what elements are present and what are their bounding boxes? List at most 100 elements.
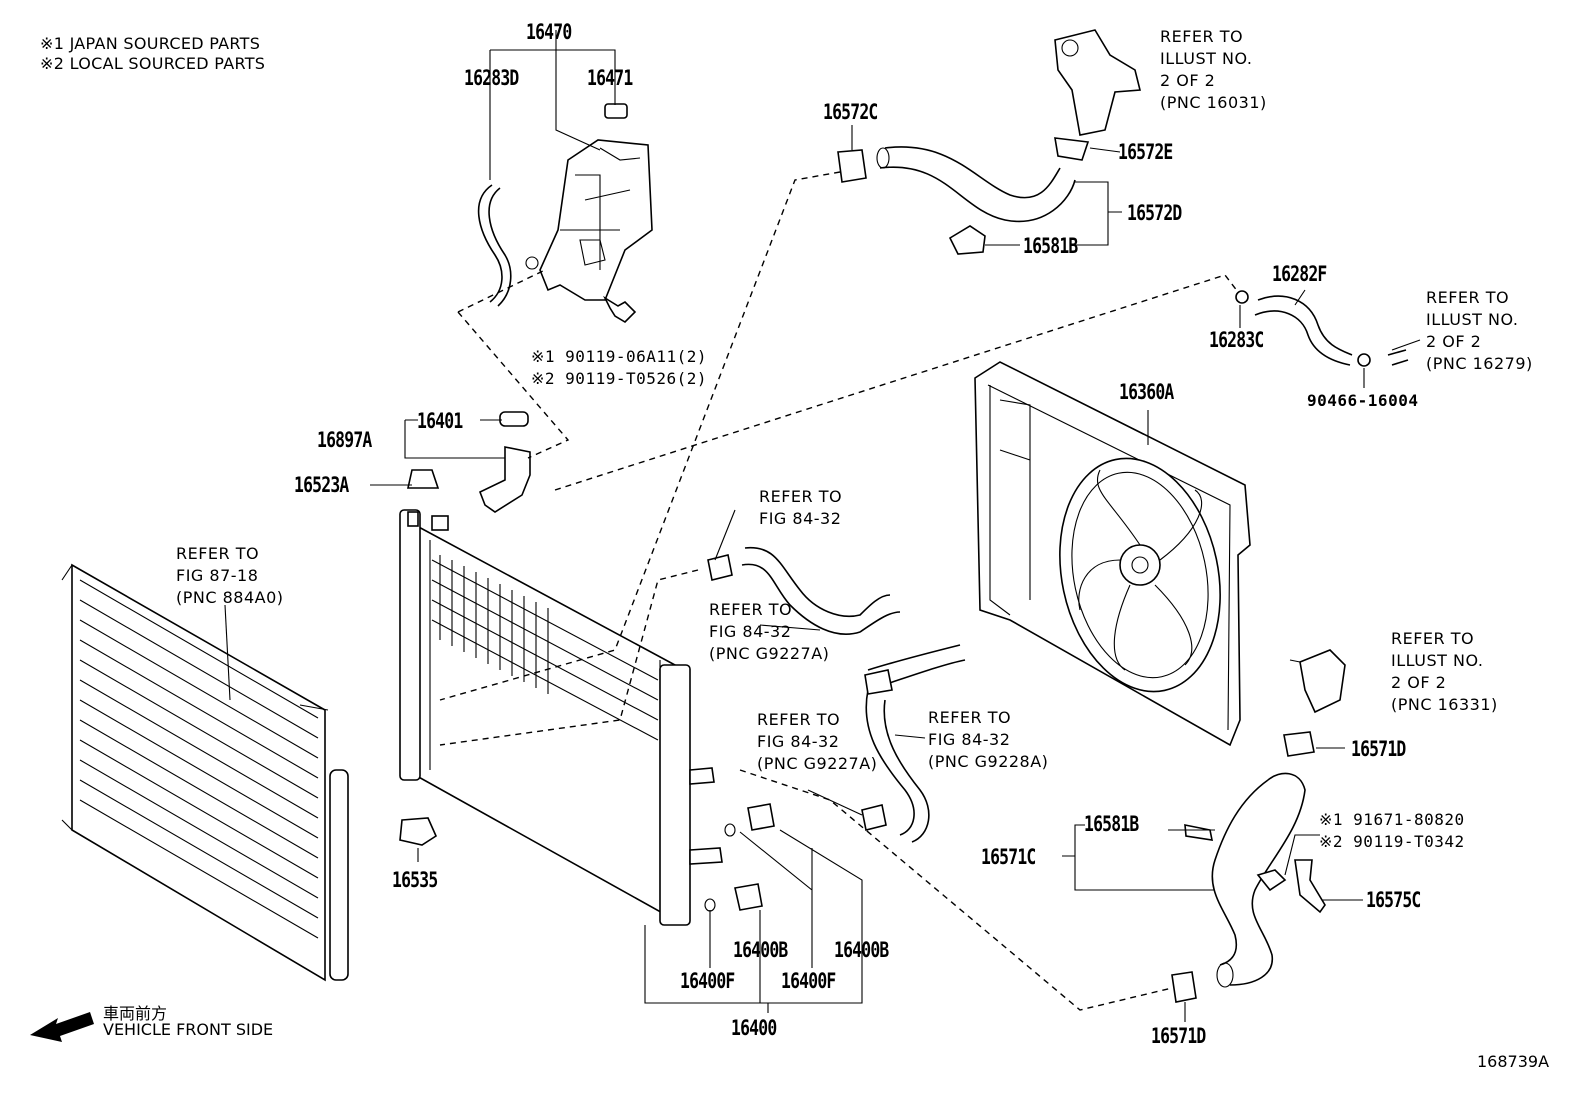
part-label-16572C[interactable]: 16572C — [823, 100, 878, 124]
ref-clamp[interactable]: REFER TO FIG 84-32 — [759, 486, 842, 530]
clamp-16581B-top-drawing[interactable] — [948, 225, 986, 255]
bolt-note-local[interactable]: ※2 90119-T0526(2) — [531, 369, 708, 388]
clamp-16571D-lower-drawing[interactable] — [1171, 971, 1197, 1003]
drain-cock-drawing[interactable] — [704, 803, 775, 912]
water-inlet-drawing[interactable] — [1289, 649, 1346, 714]
part-label-16400B-left[interactable]: 16400B — [733, 938, 788, 962]
reserve-tank-drawing[interactable] — [525, 139, 653, 301]
direction-label-jp: 車両前方 — [103, 1004, 168, 1023]
bolt-16581B-drawing[interactable] — [1184, 824, 1214, 841]
leader-lines — [224, 30, 1421, 1022]
ref-line: FIG 84-32 — [757, 732, 840, 751]
ref-thermostat[interactable]: REFER TO ILLUST NO. 2 OF 2 (PNC 16031) — [1160, 26, 1267, 114]
ref-line: FIG 87-18 — [176, 566, 259, 585]
part-label-16572D[interactable]: 16572D — [1127, 201, 1182, 225]
bolt-91671-drawing[interactable] — [1256, 869, 1287, 892]
part-label-16401[interactable]: 16401 — [417, 409, 463, 433]
part-label-90466-16004[interactable]: 90466-16004 — [1307, 391, 1419, 410]
ref-line: FIG 84-32 — [928, 730, 1011, 749]
ref-line: (PNC 16031) — [1160, 93, 1267, 112]
ref-line: REFER TO — [1391, 629, 1475, 648]
ref-hose-b[interactable]: REFER TO FIG 84-32 (PNC G9227A) — [757, 709, 877, 775]
fan-shroud-drawing[interactable] — [974, 361, 1251, 747]
ref-line: 2 OF 2 — [1160, 71, 1216, 90]
ref-pipe[interactable]: REFER TO ILLUST NO. 2 OF 2 (PNC 16279) — [1426, 287, 1533, 375]
part-label-16400[interactable]: 16400 — [731, 1016, 777, 1040]
part-label-16471[interactable]: 16471 — [587, 66, 633, 90]
part-label-16360A[interactable]: 16360A — [1119, 380, 1174, 404]
ref-line: REFER TO — [1160, 27, 1244, 46]
ref-line: 2 OF 2 — [1391, 673, 1447, 692]
front-arrow-icon — [30, 1012, 94, 1042]
bolt-note-japan[interactable]: ※1 90119-06A11(2) — [531, 347, 708, 366]
direction-label-en: VEHICLE FRONT SIDE — [103, 1020, 274, 1039]
part-label-16571C[interactable]: 16571C — [981, 845, 1036, 869]
part-label-16571D-bottom[interactable]: 16571D — [1151, 1024, 1206, 1048]
filler-neck-drawing[interactable] — [478, 446, 531, 513]
ref-line: REFER TO — [709, 600, 793, 619]
part-label-16571D-right[interactable]: 16571D — [1351, 737, 1406, 761]
cushion-16535-drawing[interactable] — [399, 817, 438, 846]
ref-line: (PNC 884A0) — [176, 588, 284, 607]
clip-90466-drawing[interactable] — [1357, 353, 1371, 367]
part-label-16572E[interactable]: 16572E — [1118, 140, 1173, 164]
legend-japan-sourced: ※1 JAPAN SOURCED PARTS — [40, 34, 261, 53]
reserve-hose-drawing[interactable] — [477, 184, 512, 307]
clamp-16283C-drawing[interactable] — [1235, 290, 1249, 304]
clamp-16571D-upper-drawing[interactable] — [1283, 731, 1315, 757]
ref-line: ILLUST NO. — [1391, 651, 1484, 670]
ref-line: REFER TO — [928, 708, 1012, 727]
condenser-drawing[interactable] — [61, 563, 349, 982]
part-label-16523A[interactable]: 16523A — [294, 473, 349, 497]
bolt2-note-local[interactable]: ※2 90119-T0342 — [1319, 832, 1465, 851]
bracket-16575C-drawing[interactable] — [1294, 859, 1326, 914]
ref-line: 2 OF 2 — [1426, 332, 1482, 351]
ref-condenser[interactable]: REFER TO FIG 87-18 (PNC 884A0) — [176, 543, 284, 609]
radiator-cap-drawing[interactable] — [499, 411, 529, 427]
radiator-drawing[interactable] — [399, 509, 723, 926]
hose-84-32-upper-drawing[interactable] — [741, 546, 901, 635]
bolt2-note-japan[interactable]: ※1 91671-80820 — [1319, 810, 1465, 829]
part-label-16283D[interactable]: 16283D — [464, 66, 519, 90]
tank-cap-drawing[interactable] — [604, 103, 628, 119]
ref-line: ILLUST NO. — [1426, 310, 1519, 329]
ref-line: (PNC G9228A) — [928, 752, 1049, 771]
ref-line: FIG 84-32 — [759, 509, 842, 528]
part-label-16535[interactable]: 16535 — [392, 868, 438, 892]
ref-line: (PNC G9227A) — [757, 754, 878, 773]
ref-line: REFER TO — [757, 710, 841, 729]
ref-line: REFER TO — [759, 487, 843, 506]
part-label-16400F-right[interactable]: 16400F — [781, 969, 836, 993]
pipe-16279-drawing[interactable] — [1387, 349, 1409, 366]
clamp-84-32-drawing[interactable] — [707, 554, 733, 581]
clamp-16572E-drawing[interactable] — [1054, 137, 1090, 161]
ref-line: (PNC 16331) — [1391, 695, 1498, 714]
part-label-16282F[interactable]: 16282F — [1272, 262, 1327, 286]
grommet-16523A-drawing[interactable] — [407, 469, 440, 489]
part-label-16400F-left[interactable]: 16400F — [680, 969, 735, 993]
bypass-hose-drawing[interactable] — [1254, 295, 1353, 366]
tank-bolt-drawing[interactable] — [603, 295, 637, 324]
ref-hose-a[interactable]: REFER TO FIG 84-32 (PNC G9227A) — [709, 599, 829, 665]
part-label-16581B-top[interactable]: 16581B — [1023, 234, 1078, 258]
illustration-id: 168739A — [1477, 1052, 1550, 1071]
part-label-16581B-lower[interactable]: 16581B — [1084, 812, 1139, 836]
hose-G9228A-drawing[interactable] — [865, 644, 966, 843]
ref-line: (PNC 16279) — [1426, 354, 1533, 373]
lower-hose-drawing[interactable] — [1211, 772, 1306, 988]
thermostat-housing-drawing[interactable] — [1054, 29, 1142, 136]
ref-line: REFER TO — [176, 544, 260, 563]
part-label-16400B-right[interactable]: 16400B — [834, 938, 889, 962]
part-label-16283C[interactable]: 16283C — [1209, 328, 1264, 352]
clamp-16572C-drawing[interactable] — [837, 149, 867, 183]
ref-hose-c[interactable]: REFER TO FIG 84-32 (PNC G9228A) — [928, 707, 1048, 773]
dashed-connections — [439, 171, 1239, 1011]
part-label-16575C[interactable]: 16575C — [1366, 888, 1421, 912]
upper-hose-drawing[interactable] — [876, 146, 1076, 223]
ref-water-inlet[interactable]: REFER TO ILLUST NO. 2 OF 2 (PNC 16331) — [1391, 628, 1498, 716]
part-label-16897A[interactable]: 16897A — [317, 428, 372, 452]
ref-line: REFER TO — [1426, 288, 1510, 307]
part-label-16470[interactable]: 16470 — [526, 20, 572, 44]
hose-clamp-mid-drawing[interactable] — [861, 669, 893, 831]
